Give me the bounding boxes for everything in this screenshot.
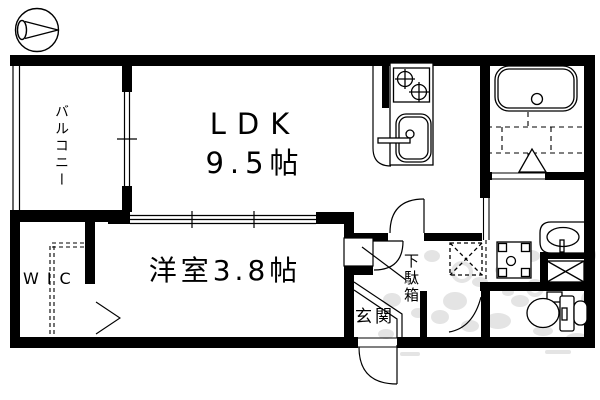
interior-doors [373, 198, 482, 333]
kitchen-sink-icon [377, 113, 432, 163]
bathtub-icon [494, 65, 578, 112]
balcony-label: バルコニー [53, 104, 69, 189]
wic-label: WIC [23, 269, 79, 288]
entrance-label: 玄関 [355, 307, 395, 327]
shoe-cabinet [343, 237, 374, 267]
balcony-railing [12, 66, 21, 212]
kitchen-counter [377, 62, 434, 166]
washroom-sliding-door [482, 198, 490, 282]
walls [10, 55, 595, 348]
washing-machine-pan-icon [496, 241, 532, 279]
kitchen-end-line [372, 66, 392, 167]
bathroom [487, 65, 583, 180]
entrance-area [343, 237, 407, 385]
ldk-size-label: 9.5帖 [205, 146, 305, 180]
shoe-cabinet-leader-line [361, 246, 407, 281]
toilet-door-swing-icon [448, 296, 482, 333]
wic-folding-door-icon [95, 301, 121, 335]
wic-fittings [49, 242, 121, 337]
bath-threshold [492, 172, 545, 180]
compass-icon [14, 7, 60, 53]
stove-icon [392, 67, 431, 103]
shoe-cabinet-label: 下駄箱 [402, 253, 420, 304]
sliding-partition [130, 211, 316, 228]
balcony-window [117, 92, 137, 186]
bath-folding-door-icon [517, 147, 548, 173]
wic-hanger-pipe [49, 242, 88, 337]
ldk-label: LDK [209, 107, 301, 141]
western-room-label: 洋室3.8帖 [148, 254, 302, 287]
storage-x-box-icon [546, 260, 585, 283]
ldk-door-swing-icon [389, 198, 425, 234]
hall-door-swing-icon [373, 240, 404, 271]
refrigerator-space-icon [449, 242, 483, 276]
genkan-step [353, 281, 403, 338]
washbasin-icon [539, 221, 584, 254]
washroom [449, 198, 585, 283]
toilet-icon [526, 291, 588, 332]
entrance-door-swing-icon [358, 337, 398, 385]
